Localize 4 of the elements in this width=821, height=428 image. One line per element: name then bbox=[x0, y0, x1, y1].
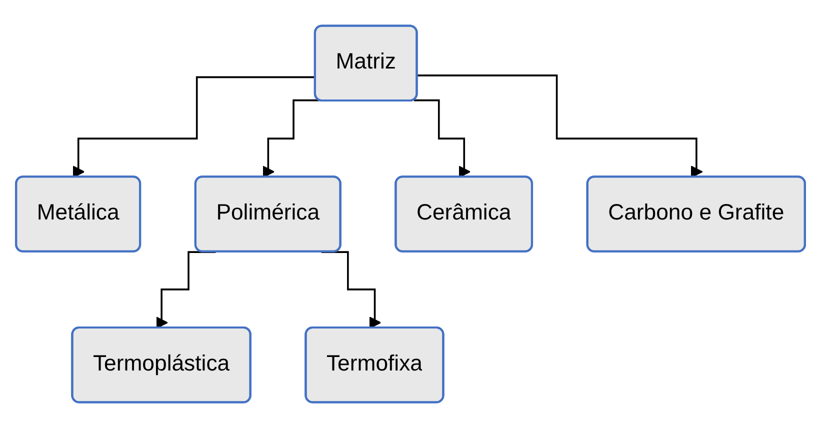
arrow bbox=[262, 99, 320, 178]
arrow bbox=[72, 76, 316, 178]
arrow bbox=[414, 99, 471, 178]
arrow bbox=[417, 74, 703, 178]
